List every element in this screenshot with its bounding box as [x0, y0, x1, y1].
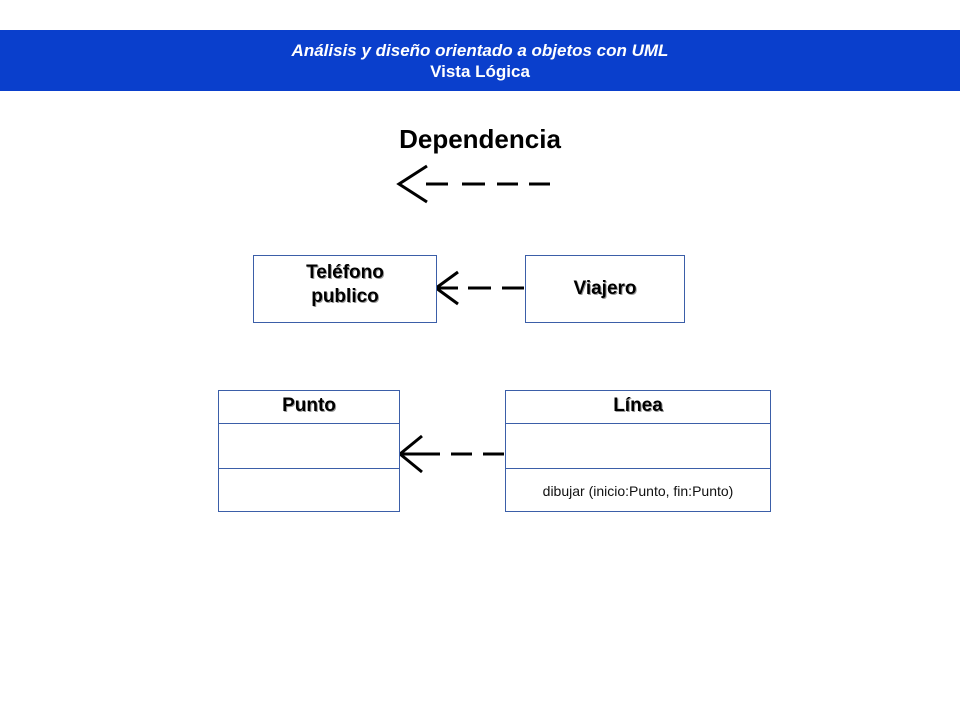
- slide-header: Análisis y diseño orientado a objetos co…: [0, 30, 960, 91]
- attributes-compartment: [506, 423, 770, 468]
- diagram-title: Dependencia: [399, 124, 561, 154]
- class-name: Punto: [282, 395, 336, 416]
- header-title: Análisis y diseño orientado a objetos co…: [291, 41, 669, 60]
- linea-to-punto-arrow: [397, 434, 504, 474]
- legend-dependency-arrow: [396, 164, 550, 204]
- class-punto: Punto: [218, 390, 400, 512]
- class-name: Línea: [613, 395, 663, 416]
- class-name: Viajero: [573, 278, 637, 299]
- class-linea: Línea dibujar (inicio:Punto, fin:Punto): [505, 390, 771, 512]
- operation-text: dibujar (inicio:Punto, fin:Punto): [506, 468, 770, 511]
- operations-compartment: [219, 468, 399, 511]
- class-viajero: Viajero: [525, 255, 685, 323]
- viajero-to-telefono-arrow: [433, 270, 524, 306]
- header-subtitle: Vista Lógica: [430, 62, 530, 81]
- attributes-compartment: [219, 423, 399, 468]
- class-telefono-publico: Teléfono publico: [253, 255, 437, 323]
- class-name: Teléfono publico: [306, 262, 384, 307]
